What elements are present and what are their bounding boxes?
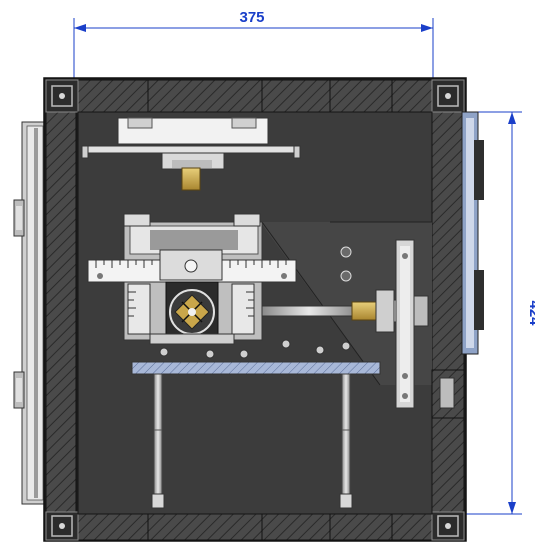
- left-door-panel: [13, 121, 49, 505]
- height-label: 424: [526, 300, 535, 326]
- brass-mount: [181, 167, 201, 191]
- vertical-clamp-plate: [395, 239, 415, 409]
- interior-shading: [260, 222, 432, 385]
- corner-bracket-bottom-left: [45, 511, 79, 541]
- platform-table: [131, 361, 381, 509]
- top-rail-assembly: [81, 117, 301, 191]
- corner-bracket-top-right: [431, 79, 465, 113]
- height-dimension: 424: [462, 111, 535, 515]
- corner-bracket-bottom-right: [431, 511, 465, 541]
- mounting-screws: [159, 246, 352, 359]
- right-window-panel: [431, 111, 484, 419]
- corner-bracket-top-left: [45, 79, 79, 113]
- width-dimension: 375: [73, 9, 434, 92]
- width-label: 375: [239, 9, 264, 26]
- positioning-stage: [87, 213, 297, 345]
